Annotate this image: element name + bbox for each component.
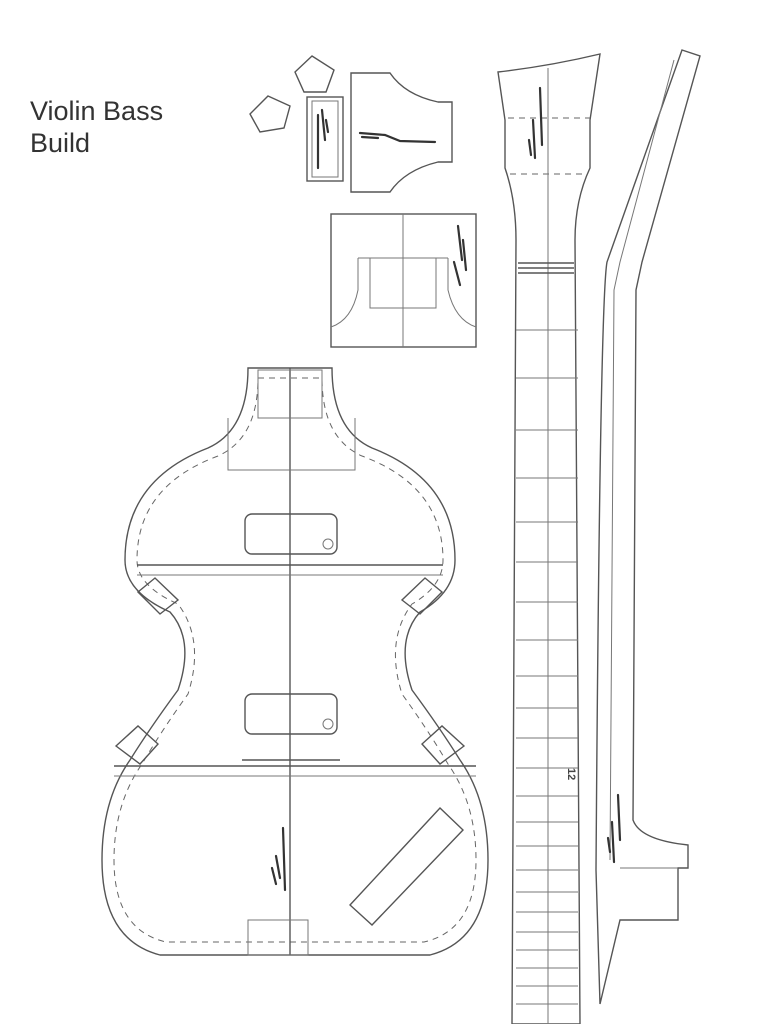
fret-12-marker: 12 [565, 768, 577, 780]
title-line-1: Violin Bass [30, 96, 164, 126]
neck-top-view: 12 [497, 53, 601, 1024]
violin-body-outline [101, 367, 489, 956]
neck-pickup-cavity [244, 513, 338, 555]
neck-pocket-template [330, 213, 477, 348]
title-line-2: Build [30, 128, 91, 158]
small-part-pentagon-right [294, 55, 335, 93]
small-part-strip [306, 96, 344, 182]
neck-side-view [595, 49, 701, 1005]
fret-lines [516, 329, 578, 1005]
headstock-template-piece [350, 72, 453, 193]
page-title: Violin Bass Build [30, 95, 163, 159]
small-part-pentagon-left [249, 95, 291, 133]
control-cavity [349, 807, 464, 926]
bridge-pickup-cavity [244, 693, 338, 735]
